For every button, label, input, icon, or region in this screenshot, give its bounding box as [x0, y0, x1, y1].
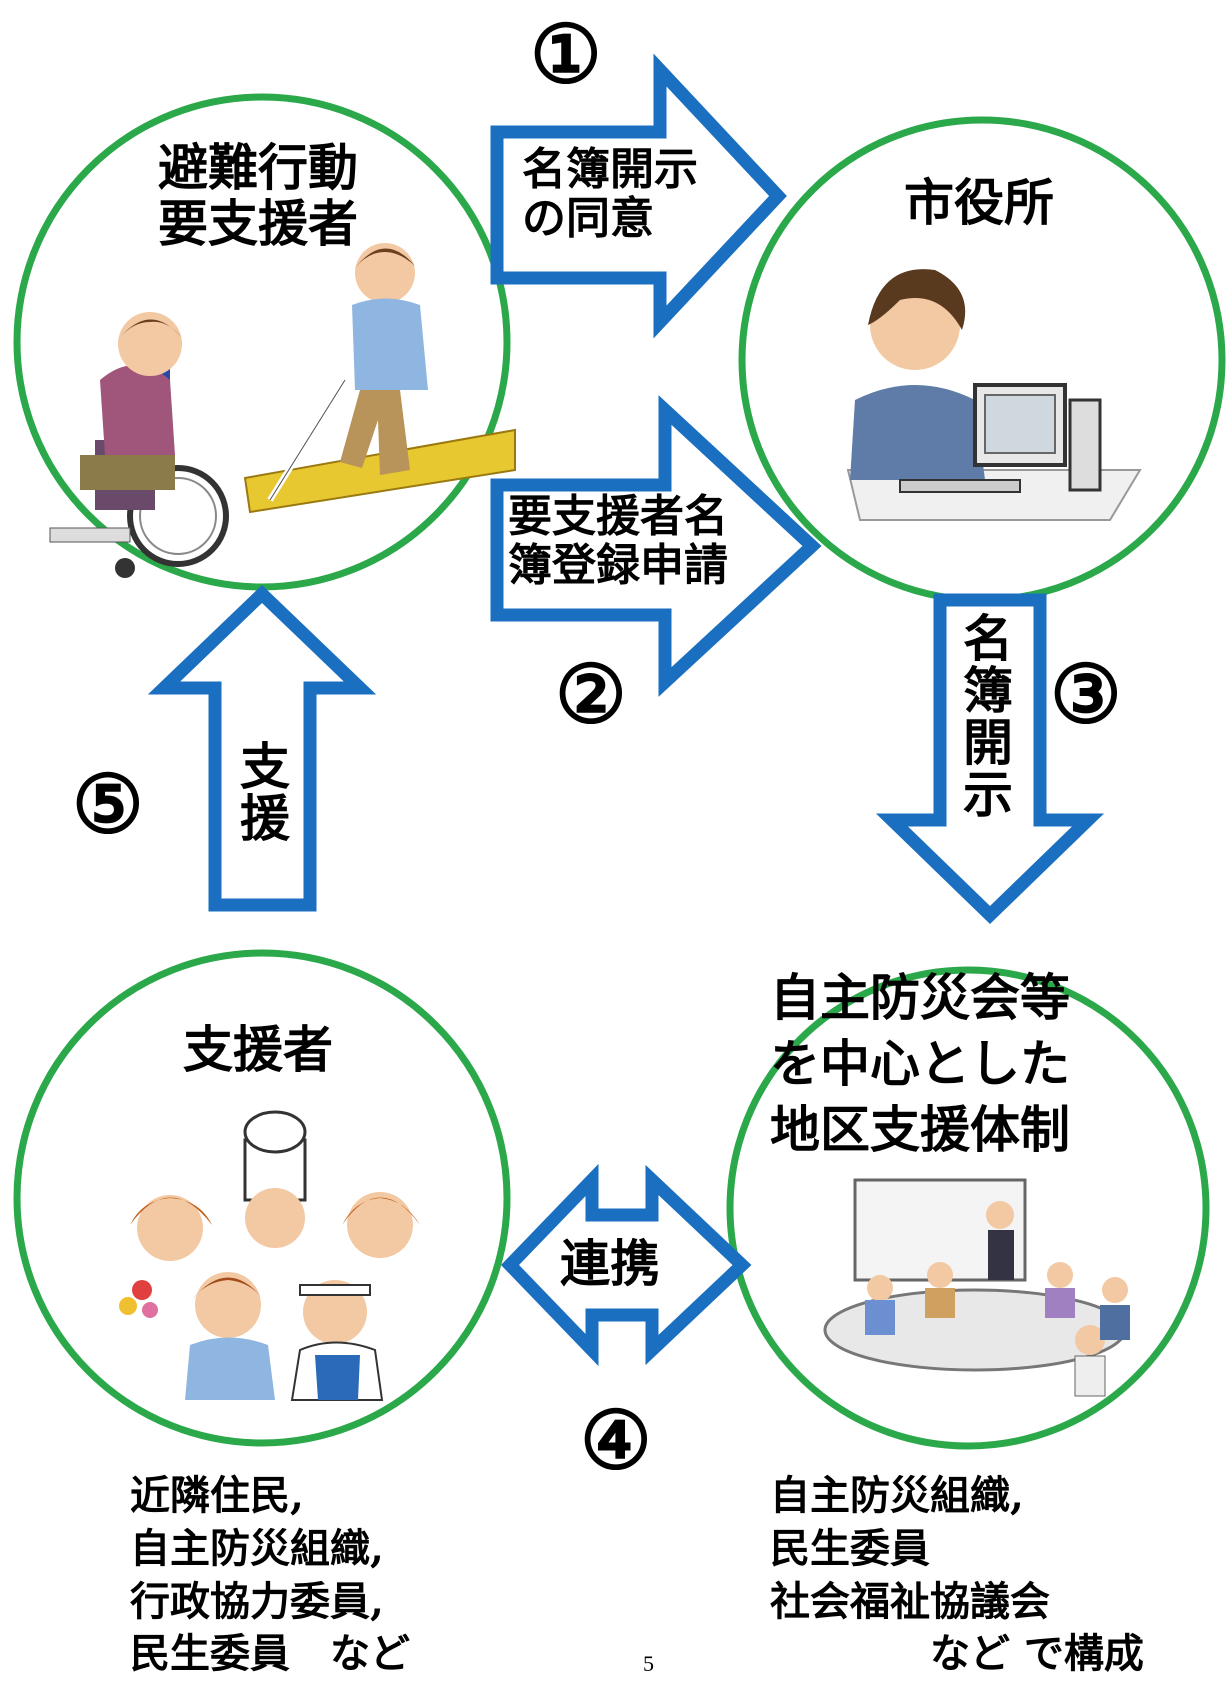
supporters-circle: [13, 949, 511, 1447]
supporters-group-illustration: [119, 1110, 420, 1401]
disclosure-arrow-label: 名簿開示: [955, 612, 1014, 820]
step-1-number: ①: [530, 7, 602, 101]
requester-title: 避難行動 要支援者: [158, 138, 358, 253]
page-number: 5: [643, 1651, 654, 1676]
support-arrow: [147, 584, 377, 912]
cooperation-arrow: [500, 1163, 752, 1367]
district-circle: [726, 966, 1210, 1450]
meeting-illustration: [823, 1178, 1130, 1397]
supporters-title: 支援者: [183, 1020, 333, 1079]
step-3-number: ③: [1050, 647, 1122, 741]
supporters-members-list: 近隣住民, 自主防災組織, 行政協力委員, 民生委員 など: [130, 1472, 410, 1678]
support-arrow-label: 支援: [232, 740, 291, 844]
disclosure-arrow: [875, 593, 1105, 925]
cooperation-arrow-label: 連携: [560, 1234, 660, 1293]
step-2-number: ②: [555, 647, 627, 741]
district-title: 自主防災会等 を中心とした 地区支援体制: [770, 968, 1070, 1159]
office-worker-illustration: [846, 269, 1142, 521]
wheelchair-user-illustration: [49, 312, 229, 578]
district-members-list: 自主防災組織, 民生委員 社会福祉協議会 など で構成: [770, 1472, 1144, 1678]
step-4-number: ④: [580, 1393, 652, 1487]
step-5-number: ⑤: [72, 757, 144, 851]
registration-arrow-label: 要支援者名 簿登録申請: [508, 491, 728, 592]
city-title: 市役所: [904, 173, 1054, 232]
consent-arrow-label: 名簿開示 の同意: [522, 144, 698, 245]
walking-person-illustration: [243, 243, 516, 514]
registration-arrow: [490, 395, 822, 697]
consent-arrow: [490, 53, 787, 339]
